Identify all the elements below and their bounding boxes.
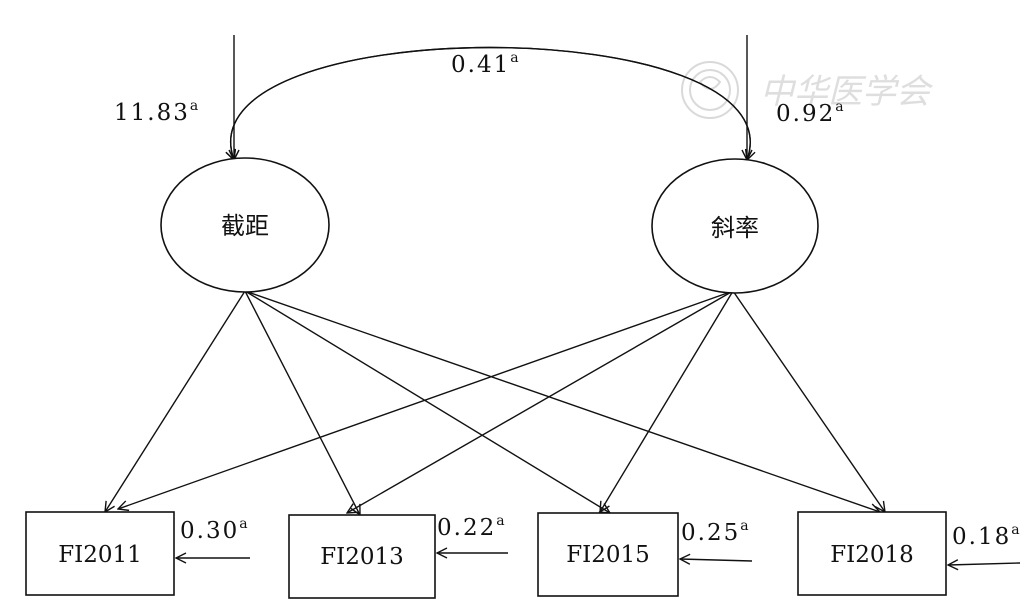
intercept-label: 截距	[221, 212, 269, 240]
indicator-box	[537, 512, 679, 597]
residual-fi2018-arrow	[948, 563, 1020, 565]
slope-factor: 斜率	[651, 158, 819, 294]
indicator-fi2013: FI2013	[288, 514, 436, 599]
society-seal-icon	[681, 61, 739, 119]
covariance-label: 0.41a	[451, 50, 521, 78]
indicator-fi2011: FI2011	[25, 511, 175, 596]
covariance-arc-arrows	[231, 46, 751, 161]
indicator-fi2018: FI2018	[797, 511, 947, 596]
indicator-box	[288, 514, 436, 599]
indicator-label: FI2018	[830, 542, 914, 568]
indicator-fi2015: FI2015	[537, 512, 679, 597]
intercept-variance-label: 11.83a	[114, 98, 200, 126]
indicator-label: FI2015	[566, 542, 650, 568]
intercept-to-fi2015-path	[244, 290, 610, 513]
residual-fi2011-label: 0.30a	[180, 516, 250, 544]
residual-fi2015-label: 0.25a	[681, 518, 751, 546]
indicator-box	[797, 511, 947, 596]
intercept-loadings	[105, 290, 880, 515]
intercept-ellipse	[160, 157, 330, 293]
slope-to-fi2011-path	[118, 290, 734, 509]
slope-loadings	[118, 290, 885, 513]
indicator-box	[25, 511, 175, 596]
slope-ellipse	[651, 158, 819, 294]
intercept-factor: 截距	[160, 157, 330, 293]
intercept-to-fi2013-path	[244, 290, 360, 515]
slope-variance-label: 0.92a	[776, 99, 846, 127]
slope-to-fi2015-path	[600, 290, 734, 512]
residual-fi2018-label: 0.18a	[952, 522, 1020, 550]
slope-to-fi2018-path	[732, 290, 885, 512]
watermark: 中华医学会	[681, 61, 934, 119]
indicator-label: FI2013	[320, 544, 404, 570]
slope-to-fi2013-path	[347, 290, 734, 513]
intercept-to-fi2018-path	[244, 290, 880, 512]
residual-fi2015-arrow	[680, 559, 753, 561]
watermark-text: 中华医学会	[760, 72, 934, 112]
slope-label: 斜率	[711, 214, 759, 242]
intercept-to-fi2011-path	[105, 290, 246, 512]
indicator-label: FI2011	[58, 542, 142, 568]
residual-fi2013-label: 0.22a	[437, 513, 507, 541]
